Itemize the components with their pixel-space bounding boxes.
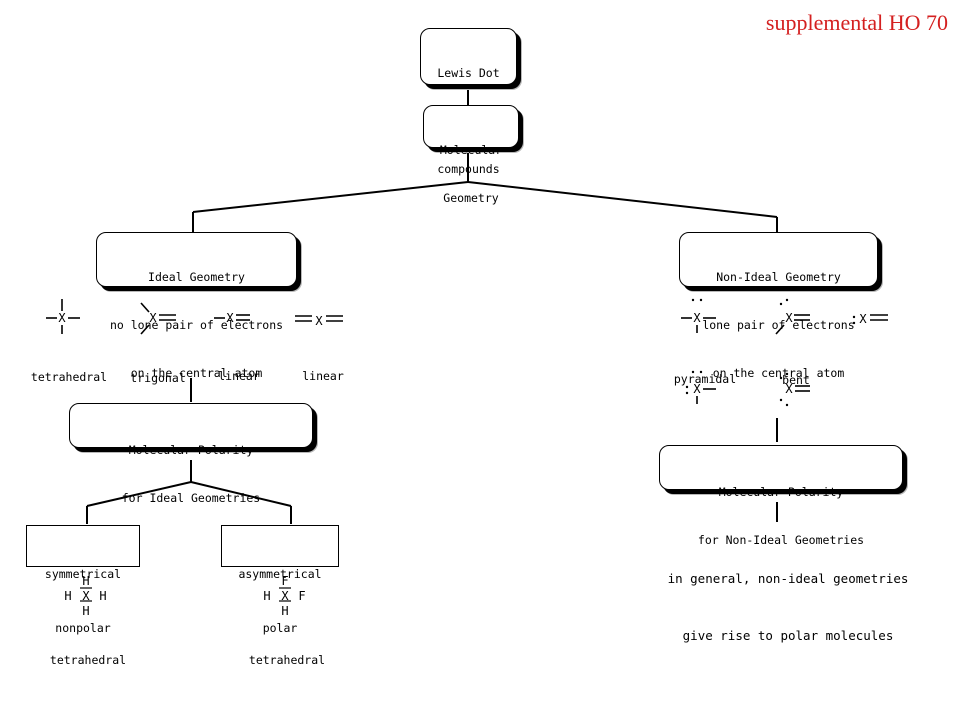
connector-branch-right xyxy=(467,181,778,218)
lone-pair-bent-2-top xyxy=(691,370,703,374)
atom-pyramidal: X xyxy=(693,311,701,325)
nonideal-polarity-note: in general, non-ideal geometries give ri… xyxy=(638,531,938,683)
lone-pair-pyramidal xyxy=(691,298,703,302)
ideal-geometry-box: Ideal Geometry no lone pair of electrons… xyxy=(96,232,297,380)
lone-pair-bent-double-top xyxy=(779,372,789,380)
molecular-geometry-line-2: Geometry xyxy=(443,191,499,205)
atom-tetrahedral: X xyxy=(58,311,66,325)
bent-double-lone-sketch xyxy=(795,385,810,392)
atom-linear-single: X xyxy=(226,311,234,325)
asymmetrical-polar-box: asymmetrical polar xyxy=(221,525,339,635)
lone-pair-dots xyxy=(685,298,856,407)
sym-example-center: X xyxy=(82,589,90,603)
sym-example-label: tetrahedral xyxy=(49,653,127,667)
label-pyramidal: pyramidal xyxy=(673,372,737,386)
polar-label: polar xyxy=(262,621,298,635)
nonideal-geometry-line-2: lone pair of electrons xyxy=(702,318,855,332)
sym-example-right: H xyxy=(99,589,106,603)
pyramidal-sketch xyxy=(681,317,716,333)
asym-example-top: F xyxy=(281,574,288,588)
lone-pair-bent-1 xyxy=(779,298,789,306)
linear-double-sketch xyxy=(295,315,343,322)
asym-example-label: tetrahedral xyxy=(248,653,326,667)
ideal-polarity-box: Molecular Polarity for Ideal Geometries xyxy=(69,403,313,505)
linear-lone-sketch xyxy=(870,314,888,321)
ideal-molecule-sketches xyxy=(46,299,343,335)
asym-example-bottom: H xyxy=(281,604,288,618)
lewis-dot-line-3: compounds xyxy=(437,162,500,176)
nonideal-geometry-box: Non-Ideal Geometry lone pair of electron… xyxy=(679,232,878,380)
connectors xyxy=(86,86,778,524)
nonpolar-label: nonpolar xyxy=(55,621,111,635)
ideal-polarity-line-1: Molecular Polarity xyxy=(128,443,254,457)
ideal-geometry-line-2: no lone pair of electrons xyxy=(109,318,284,332)
tetrahedral-sketch xyxy=(46,299,80,334)
lewis-dot-box: Lewis Dot molecular compounds xyxy=(420,28,517,176)
nonideal-polarity-line-1: Molecular Polarity xyxy=(718,485,844,499)
atom-bent-1: X xyxy=(785,311,793,325)
sym-example-left: H xyxy=(64,589,71,603)
bent-2-sketch xyxy=(696,388,716,404)
nonideal-polarity-box: Molecular Polarity for Non-Ideal Geometr… xyxy=(659,445,903,547)
lone-pair-linear-lone xyxy=(852,315,856,325)
lone-pair-bent-2-left xyxy=(685,385,689,395)
sym-example-bottom: H xyxy=(82,604,89,618)
handout-label: supplemental HO 70 xyxy=(765,10,948,35)
symmetrical-label: symmetrical xyxy=(44,567,122,581)
central-atoms: X X X X X X X X X xyxy=(58,311,867,396)
atom-bent-double-lone: X xyxy=(785,382,793,396)
connector-split-left xyxy=(86,481,192,507)
example-atoms: H H X H H F H X F H xyxy=(64,574,305,618)
sym-example-top: H xyxy=(82,574,89,588)
ideal-geometry-title: Ideal Geometry xyxy=(148,270,245,284)
connector-branch-left xyxy=(192,181,469,213)
label-tetrahedral: tetrahedral xyxy=(30,370,108,384)
bent-1-sketch xyxy=(775,314,810,335)
linear-single-sketch xyxy=(214,314,250,321)
ideal-geometry-line-3: on the central atom xyxy=(130,366,263,380)
asymmetrical-label: asymmetrical xyxy=(238,567,322,581)
nonideal-polarity-line-2: for Non-Ideal Geometries xyxy=(697,533,865,547)
example-bonds xyxy=(80,587,291,602)
nonideal-geometry-line-3: on the central atom xyxy=(712,366,845,380)
atom-trigonal-planar: X xyxy=(149,311,157,325)
atom-linear-double: X xyxy=(315,314,323,328)
asym-example-center: X xyxy=(281,589,289,603)
connector-split-right xyxy=(190,481,292,507)
nonideal-molecule-sketches xyxy=(681,314,888,404)
symmetrical-nonpolar-box: symmetrical nonpolar xyxy=(26,525,140,635)
asym-example-right: F xyxy=(298,589,305,603)
asym-example-left: H xyxy=(263,589,270,603)
label-linear-single: linear xyxy=(218,369,260,383)
molecular-geometry-box: Molecular Geometry xyxy=(423,105,519,205)
label-linear-double: linear xyxy=(302,369,344,383)
trigonal-planar-sketch xyxy=(140,302,176,335)
lewis-dot-line-1: Lewis Dot xyxy=(437,66,500,80)
nonideal-note-line-2: give rise to polar molecules xyxy=(682,628,894,643)
lone-pair-bent-double-bottom xyxy=(779,398,789,407)
atom-bent-2: X xyxy=(693,382,701,396)
nonideal-note-line-1: in general, non-ideal geometries xyxy=(667,571,909,586)
nonideal-geometry-title: Non-Ideal Geometry xyxy=(716,270,841,284)
ideal-polarity-line-2: for Ideal Geometries xyxy=(121,491,261,505)
atom-linear-lone: X xyxy=(859,312,867,326)
molecular-geometry-line-1: Molecular xyxy=(439,143,503,157)
label-bent-1: bent xyxy=(782,373,810,387)
